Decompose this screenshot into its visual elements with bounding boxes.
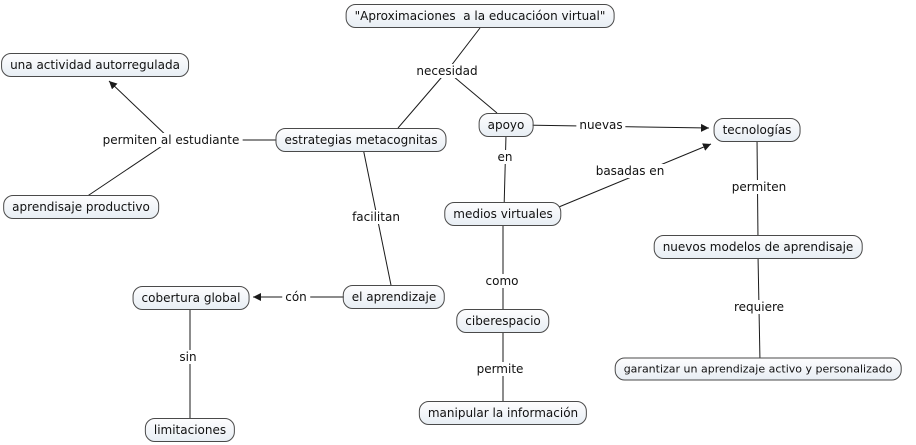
link-label-en[interactable]: en [494,150,516,164]
concept-nuevos-modelos[interactable]: nuevos modelos de aprendisaje [653,235,863,259]
concept-manipular-informacion[interactable]: manipular la información [418,401,588,425]
edge-title-necesidad-estrategias [397,27,481,129]
concept-medios-virtuales[interactable]: medios virtuales [444,202,562,226]
link-label-sin[interactable]: sin [176,350,200,364]
edge-apoyo-medios [503,134,507,211]
concept-aproximaciones[interactable]: "Aproximaciones a la educacióon virtual" [345,4,615,28]
concept-aprendisaje-productivo[interactable]: aprendisaje productivo [3,195,159,219]
edge-necesidad-apoyo [446,70,498,114]
concept-ciberespacio[interactable]: ciberespacio [456,309,550,333]
link-label-como[interactable]: como [482,274,522,288]
link-label-requiere[interactable]: requiere [730,300,788,314]
link-label-con[interactable]: cón [282,290,310,304]
concept-el-aprendizaje[interactable]: el aprendizaje [342,285,446,309]
link-label-nuevas[interactable]: nuevas [576,118,626,132]
concept-garantizar-aprendizaje[interactable]: garantizar un aprendizaje activo y perso… [614,357,902,381]
edge-aprendisaje-permiten [85,139,172,198]
link-label-permite[interactable]: permite [473,362,527,376]
link-label-permiten-al-estudiante[interactable]: permiten al estudiante [99,133,243,147]
concept-apoyo[interactable]: apoyo [478,113,534,137]
edge-permiten-actividad [108,80,172,141]
concept-estrategias-metacognitas[interactable]: estrategias metacognitas [275,128,447,152]
concept-una-actividad-autorregulada[interactable]: una actividad autorregulada [1,53,189,77]
link-label-basadas-en[interactable]: basadas en [592,164,668,178]
concept-limitaciones[interactable]: limitaciones [144,418,236,442]
link-label-permiten[interactable]: permiten [728,180,790,194]
link-label-facilitan[interactable]: facilitan [349,210,403,224]
link-label-necesidad[interactable]: necesidad [413,64,481,78]
concept-cobertura-global[interactable]: cobertura global [132,286,250,310]
concept-tecnologias[interactable]: tecnologías [713,118,801,142]
